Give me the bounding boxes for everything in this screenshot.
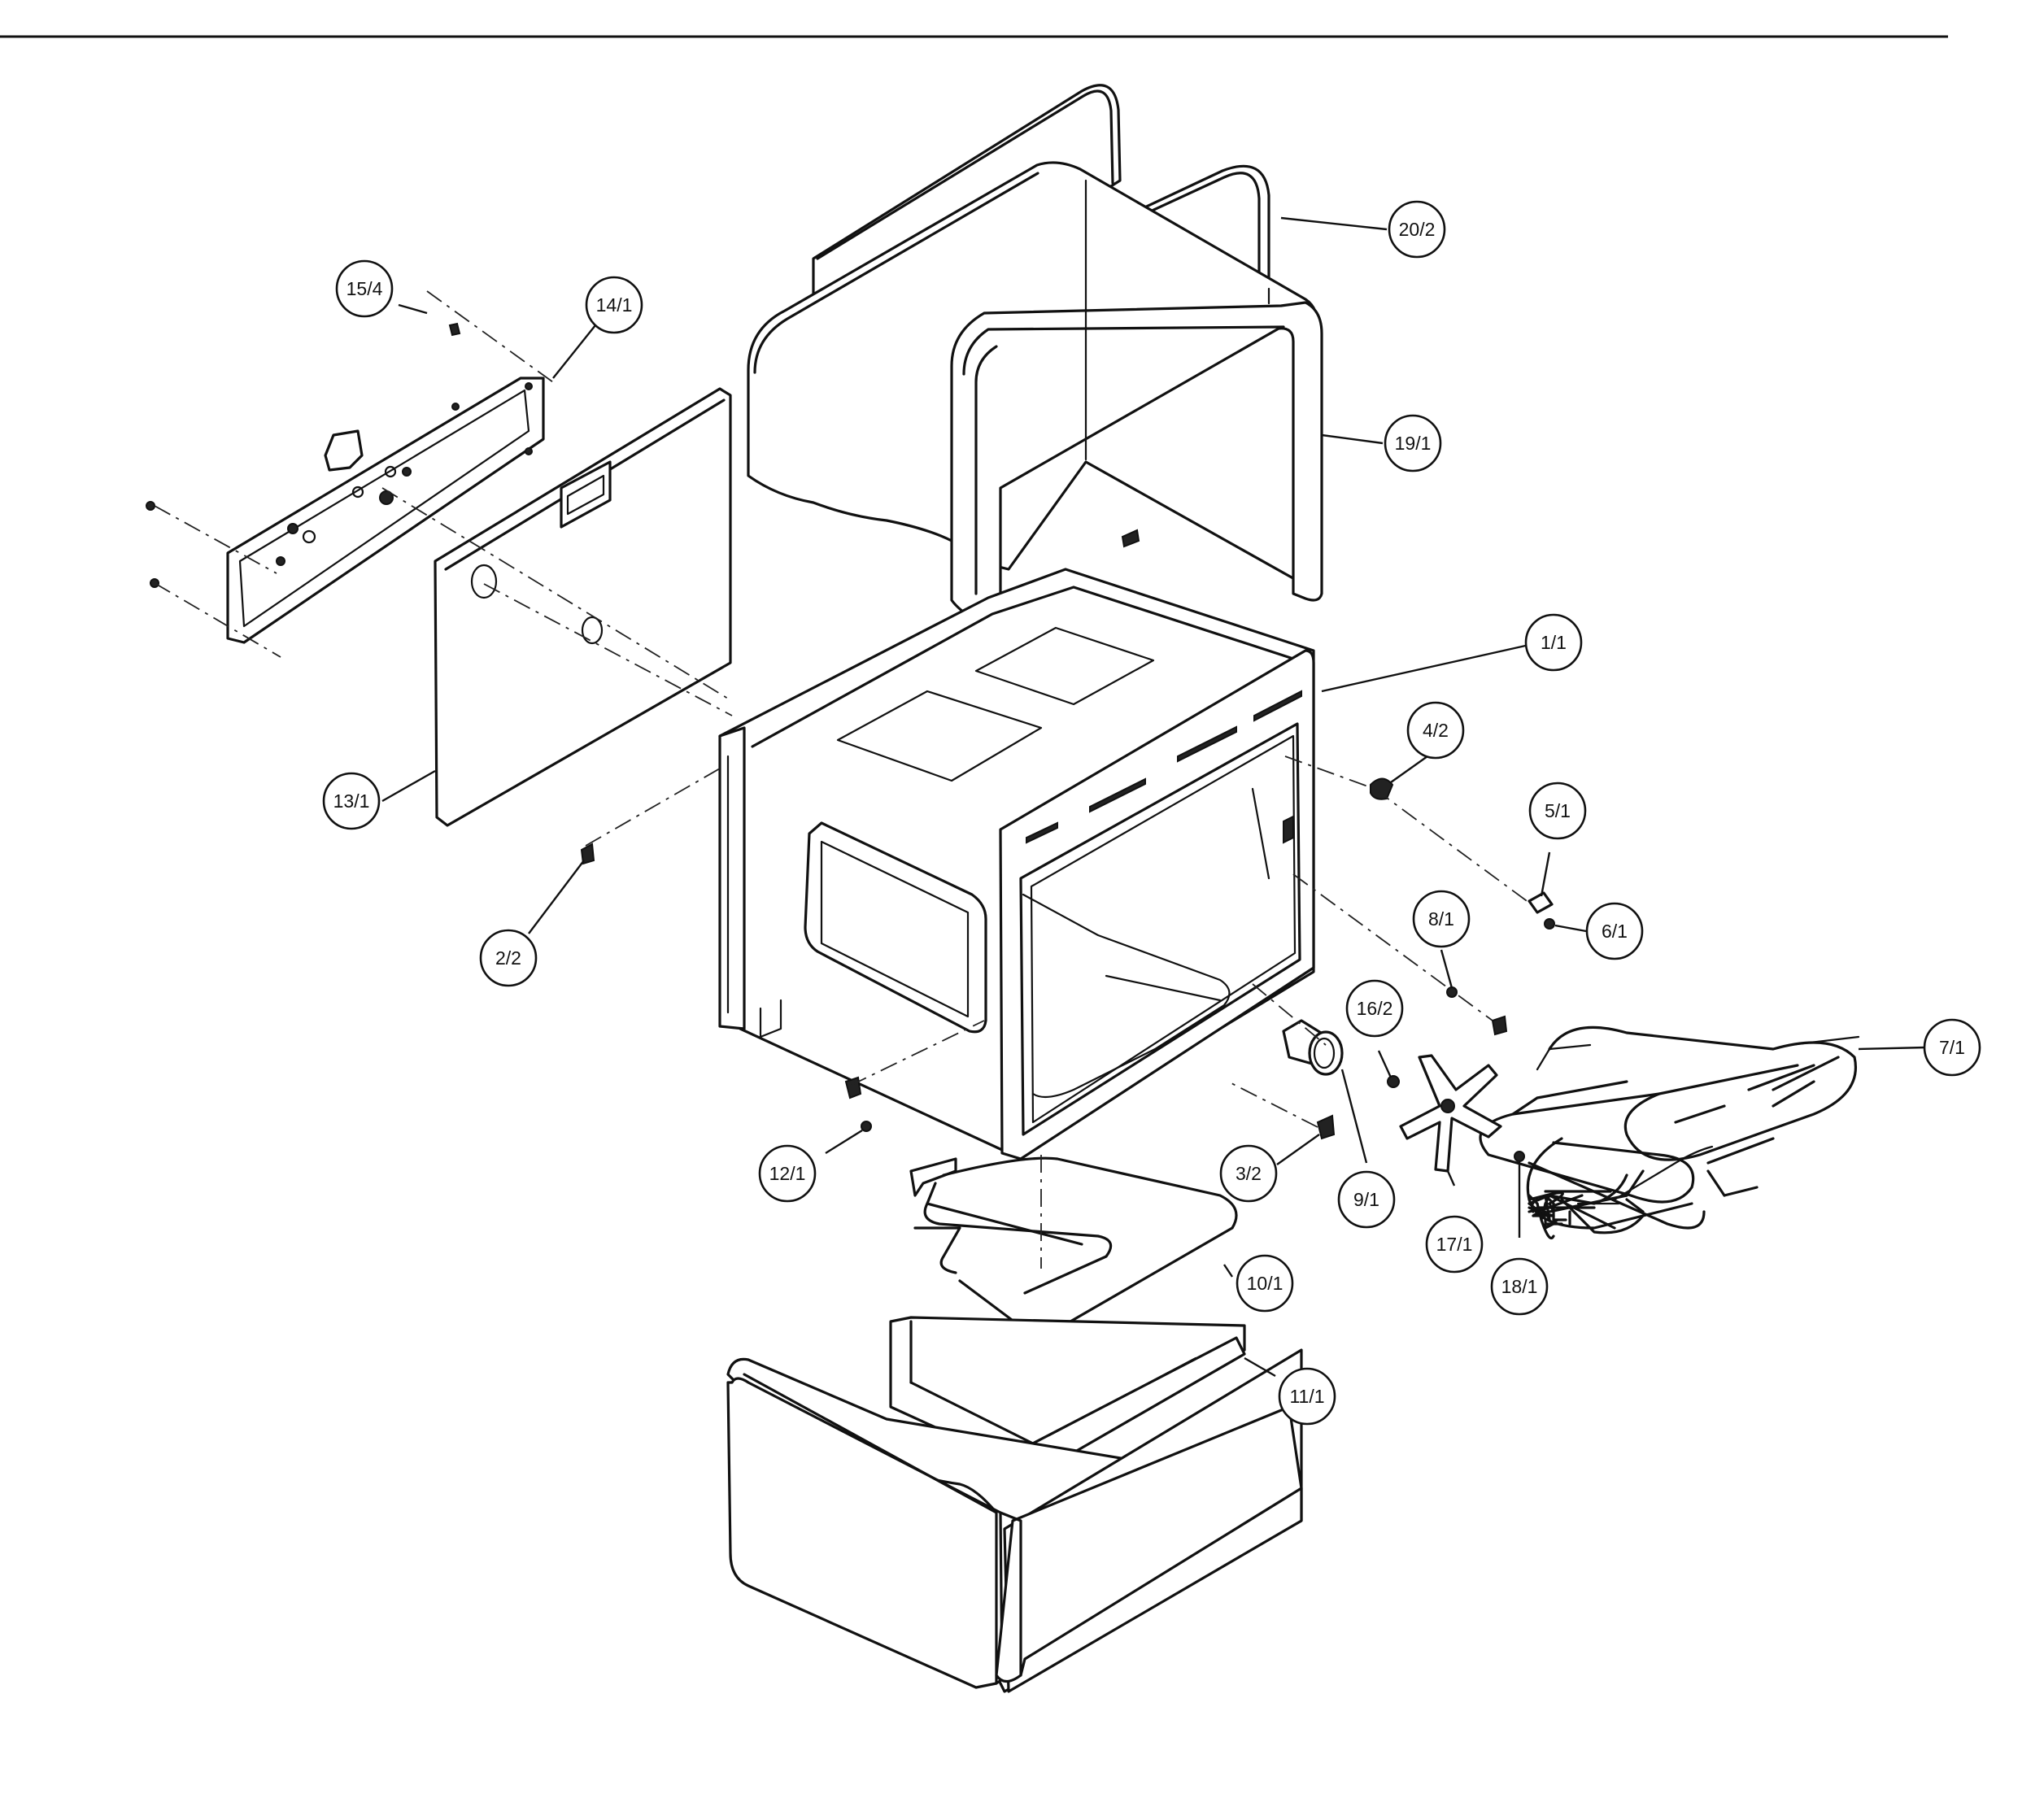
callout-18-1-text: 18/1 — [1501, 1276, 1538, 1297]
part-15-4-screw — [448, 322, 461, 337]
callout-5-1: 5/1 — [1528, 782, 1587, 840]
part-3-2-clip — [1316, 1114, 1336, 1140]
callout-16-2: 16/2 — [1345, 979, 1404, 1038]
callout-9-1: 9/1 — [1337, 1170, 1396, 1229]
callout-18-1: 18/1 — [1490, 1257, 1549, 1316]
callout-9-1-text: 9/1 — [1353, 1189, 1379, 1210]
callout-19-1: 19/1 — [1384, 414, 1442, 472]
assembly-lines — [154, 290, 1530, 1269]
callout-15-4: 15/4 — [335, 259, 394, 318]
callout-6-1-text: 6/1 — [1602, 921, 1628, 942]
part-12-1-screw — [861, 1121, 872, 1132]
part-16-2-nut — [1387, 1075, 1400, 1088]
callout-13-1-text: 13/1 — [333, 790, 370, 812]
callout-20-2: 20/2 — [1388, 200, 1446, 259]
callout-11-1-text: 11/1 — [1289, 1386, 1324, 1407]
callout-13-1: 13/1 — [322, 772, 381, 830]
control-bracket-part — [226, 377, 545, 644]
callout-7-1: 7/1 — [1923, 1018, 1981, 1077]
callout-6-1: 6/1 — [1585, 902, 1644, 960]
callout-19-1-text: 19/1 — [1395, 433, 1432, 454]
part-2-2-clip — [580, 843, 595, 865]
callout-12-1-text: 12/1 — [769, 1163, 806, 1184]
callout-11-1: 11/1 — [1278, 1367, 1336, 1426]
callout-20-2-text: 20/2 — [1399, 219, 1436, 240]
part-9-1-lamp — [1282, 1019, 1344, 1076]
part-8-1-clip — [1491, 1015, 1508, 1036]
bottom-wrap-part — [726, 1348, 1303, 1693]
callout-14-1: 14/1 — [585, 276, 643, 334]
callout-4-2: 4/2 — [1406, 701, 1465, 760]
top-clip — [1121, 529, 1140, 548]
callout-17-1-text: 17/1 — [1436, 1234, 1473, 1255]
bottom-element-part — [909, 1156, 1238, 1344]
callout-14-1-text: 14/1 — [596, 294, 633, 316]
callout-4-2-text: 4/2 — [1423, 720, 1449, 741]
leader-lines — [381, 216, 1926, 1378]
part-17-1-fan — [1399, 1054, 1502, 1173]
callout-7-1-text: 7/1 — [1939, 1037, 1965, 1058]
oven-cavity-part — [718, 568, 1315, 1160]
callout-10-1: 10/1 — [1236, 1254, 1294, 1313]
inner-cover-part — [747, 161, 1323, 628]
callout-10-1-text: 10/1 — [1247, 1273, 1283, 1294]
callout-1-1-text: 1/1 — [1541, 632, 1567, 653]
callout-3-2-text: 3/2 — [1236, 1163, 1262, 1184]
callout-5-1-text: 5/1 — [1545, 800, 1571, 821]
callout-16-2-text: 16/2 — [1357, 998, 1393, 1019]
part-5-1-plate — [1528, 891, 1554, 914]
grill-element-part — [1479, 1025, 1860, 1240]
part-6-1-screw — [1544, 918, 1555, 930]
part-18-1-screw — [1514, 1151, 1525, 1162]
callout-3-2: 3/2 — [1219, 1144, 1278, 1203]
front-panel-part — [434, 387, 732, 827]
callout-8-1-text: 8/1 — [1428, 908, 1454, 930]
callout-17-1: 17/1 — [1425, 1215, 1484, 1274]
callout-2-2-text: 2/2 — [495, 947, 521, 969]
callout-8-1: 8/1 — [1412, 890, 1471, 948]
screw-left-top — [146, 501, 155, 511]
part-12-1-clip — [844, 1076, 862, 1099]
callout-12-1: 12/1 — [758, 1144, 817, 1203]
callout-1-1: 1/1 — [1524, 613, 1583, 672]
callout-15-4-text: 15/4 — [346, 278, 383, 299]
part-8-1-screw — [1446, 986, 1458, 998]
callout-2-2: 2/2 — [479, 929, 538, 987]
